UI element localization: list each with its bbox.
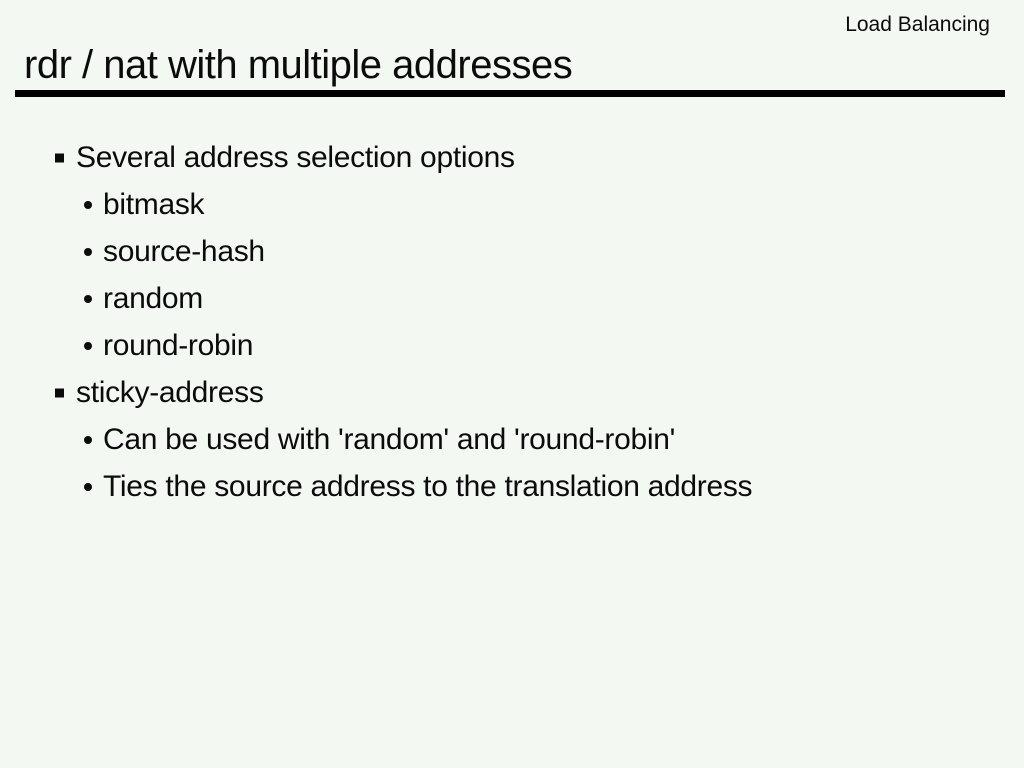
bullet-item: round-robin [0,322,1024,369]
bullet-item: bitmask [0,181,1024,228]
dot-bullet-icon [84,482,92,491]
bullet-text: Can be used with 'random' and 'round-rob… [103,422,676,456]
title-rule [15,90,1005,97]
bullet-item: source-hash [0,228,1024,275]
bullet-text: source-hash [103,234,265,268]
dot-bullet-icon [84,247,92,256]
dot-bullet-icon [84,294,92,303]
bullet-text: bitmask [103,187,205,221]
square-bullet-icon [55,153,64,162]
bullet-item: Ties the source address to the translati… [0,463,1024,510]
bullet-text: Several address selection options [76,140,515,174]
square-bullet-icon [55,388,64,397]
bullet-text: round-robin [103,328,254,362]
bullet-item: Several address selection options [0,134,1024,181]
bullet-item: sticky-address [0,369,1024,416]
dot-bullet-icon [84,341,92,350]
bullet-item: random [0,275,1024,322]
bullet-text: random [103,281,203,315]
bullet-item: Can be used with 'random' and 'round-rob… [0,416,1024,463]
dot-bullet-icon [84,435,92,444]
bullet-text: Ties the source address to the translati… [103,469,753,503]
bullet-text: sticky-address [76,375,264,409]
dot-bullet-icon [84,200,92,209]
page-title: rdr / nat with multiple addresses [24,43,573,87]
bullet-list: Several address selection options bitmask… [0,134,1024,510]
corner-tag: Load Balancing [845,13,990,36]
